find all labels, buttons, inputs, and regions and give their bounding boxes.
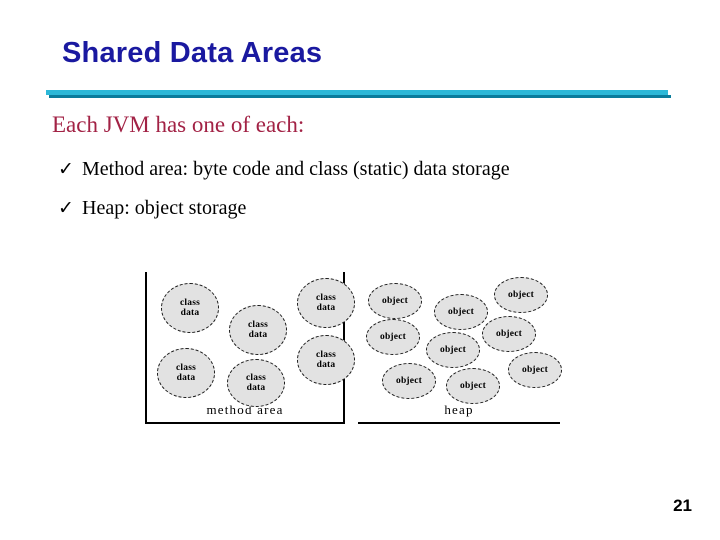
bullet-item-method-area: ✓ Method area: byte code and class (stat… xyxy=(58,156,510,182)
region-label-heap: heap xyxy=(444,402,474,417)
diagram-node-label: object xyxy=(508,289,534,300)
diagram-node-label: object xyxy=(380,331,406,342)
diagram-node-label: object xyxy=(448,306,474,317)
check-mark-icon: ✓ xyxy=(58,158,74,180)
diagram-region-heap: heap object object object object object objec… xyxy=(358,272,562,424)
diagram-node-heap: object xyxy=(368,283,422,319)
diagram-node-label: class xyxy=(176,362,196,373)
diagram-node-label: class xyxy=(180,297,200,308)
diagram-node-label: object xyxy=(440,344,466,355)
diagram-node-label: object xyxy=(496,328,522,339)
title-rule-shadow xyxy=(49,95,671,98)
diagram-node-label: object xyxy=(396,375,422,386)
bullet-item-heap: ✓ Heap: object storage xyxy=(58,195,246,221)
page-title: Shared Data Areas xyxy=(62,37,323,69)
bullet-label: Heap: object storage xyxy=(82,197,247,219)
diagram-node-label: class xyxy=(246,372,266,383)
diagram-node-label: object xyxy=(460,380,486,391)
diagram-node-label: object xyxy=(522,364,548,375)
diagram-node-label: data xyxy=(316,303,336,313)
diagram-node-heap: object xyxy=(434,294,488,330)
diagram-node-label: data xyxy=(316,360,336,370)
diagram-node-label: data xyxy=(246,383,266,393)
diagram-node-heap: object xyxy=(482,316,536,352)
diagram-node-label: class xyxy=(248,319,268,330)
title-rule xyxy=(46,90,668,95)
diagram-node-heap: object xyxy=(426,332,480,368)
page-number: 21 xyxy=(673,496,692,515)
diagram-node-heap: object xyxy=(508,352,562,388)
diagram-node-label: data xyxy=(180,308,200,318)
bullet-label: Method area: byte code and class (static… xyxy=(82,158,510,180)
diagram-node-label: data xyxy=(248,330,268,340)
check-mark-icon: ✓ xyxy=(58,197,74,219)
diagram-node-label: class xyxy=(316,349,336,360)
diagram-node-heap: object xyxy=(366,319,420,355)
lead-line: Each JVM has one of each: xyxy=(52,112,305,137)
diagram-node-heap: object xyxy=(382,363,436,399)
diagram-node-label: data xyxy=(176,373,196,383)
diagram-node-heap: object xyxy=(446,368,500,404)
diagram-node-label: object xyxy=(382,295,408,306)
diagram-node-heap: object xyxy=(494,277,548,313)
diagram-node-label: class xyxy=(316,292,336,303)
